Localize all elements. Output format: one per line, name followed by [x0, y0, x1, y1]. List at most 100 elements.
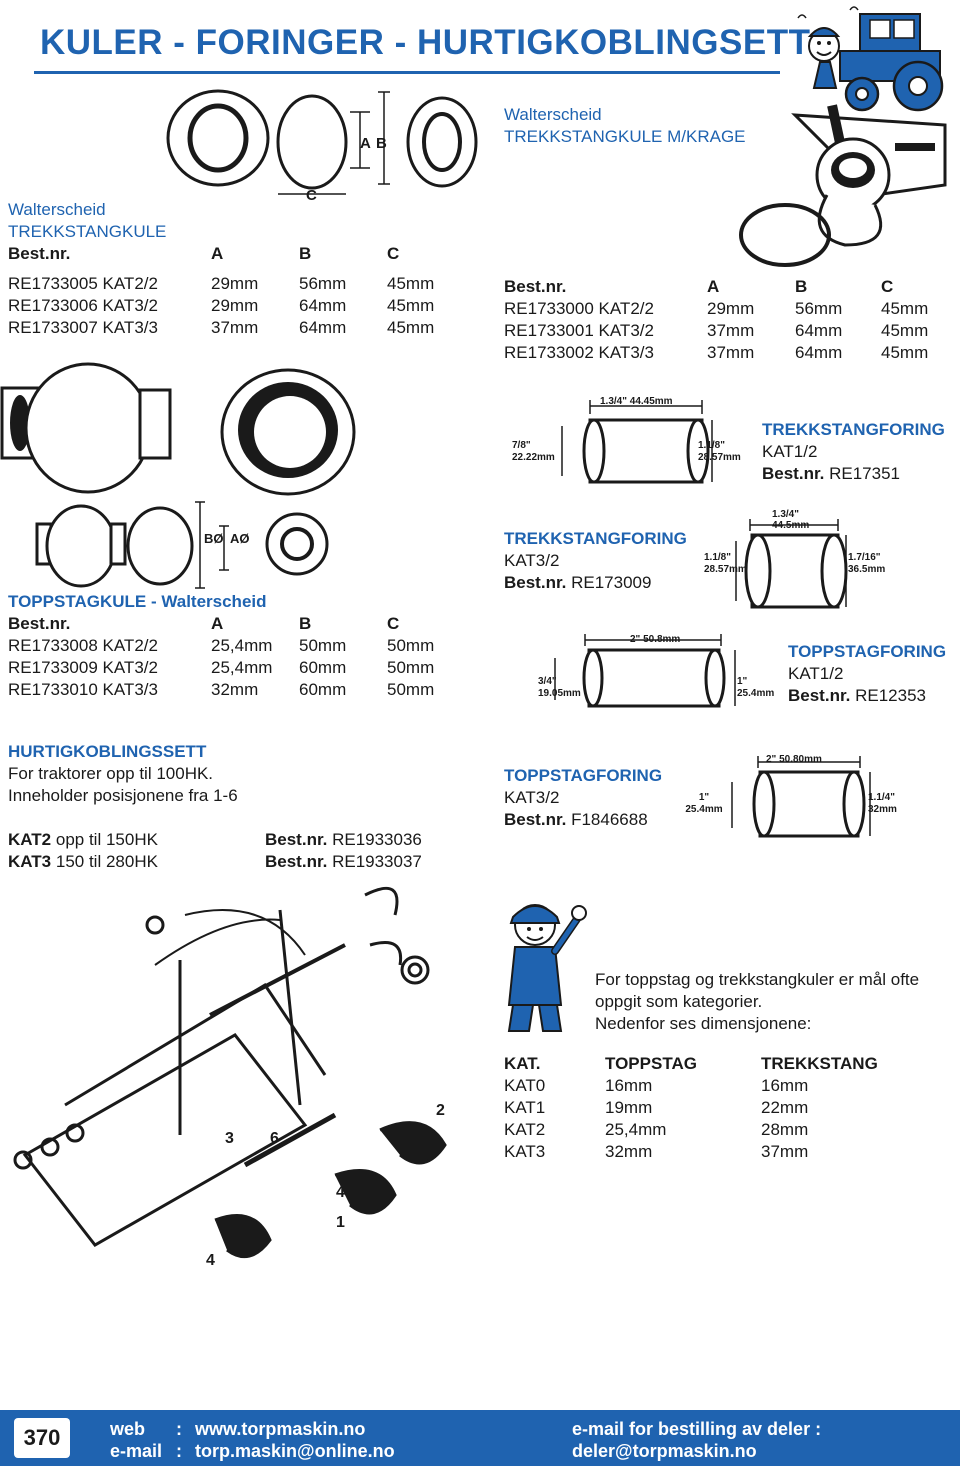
best-label: Best.nr.: [504, 573, 567, 592]
best-label: Best.nr.: [504, 810, 567, 829]
cell: 60mm: [299, 680, 347, 699]
sec7-kat2-best: Best.nr. RE1933036: [265, 829, 422, 851]
table-row: KAT0 16mm 16mm: [504, 1075, 878, 1097]
table-row: RE1733009 KAT3/2 25,4mm 60mm 50mm: [8, 657, 434, 679]
best-label: Best.nr.: [788, 686, 851, 705]
title-rule: [34, 71, 780, 74]
kat3-text: 150 til 280HK: [51, 852, 158, 871]
cell: 45mm: [881, 343, 929, 362]
sec1-heading1: Walterscheid: [8, 200, 106, 219]
cell: 37mm: [707, 321, 755, 340]
footer-web-sep: :: [176, 1419, 182, 1439]
cell: RE1733008 KAT2/2: [8, 636, 158, 655]
sec1-table: Best.nr. A B C RE1733005 KAT2/2 29mm 56m…: [8, 243, 434, 339]
col-toppstag: TOPPSTAG: [605, 1054, 697, 1073]
cell: 32mm: [211, 680, 259, 699]
sec7-line1: For traktorer opp til 100HK.: [8, 764, 214, 783]
cell: 29mm: [211, 296, 259, 315]
note-line3: Nedenfor ses dimensjonene:: [595, 1014, 812, 1033]
cell: 50mm: [387, 680, 435, 699]
cell: 56mm: [795, 299, 843, 318]
diagram-label-b: B: [376, 135, 387, 152]
sec5-heading: TREKKSTANGFORING: [504, 529, 687, 548]
col-best: Best.nr.: [8, 244, 71, 263]
footer-bar: [0, 1410, 960, 1466]
kat3-label: KAT3: [8, 852, 52, 871]
cell: 32mm: [605, 1142, 653, 1161]
col-b: B: [795, 277, 808, 296]
bushing-diagram-2: [735, 519, 848, 609]
sec1-heading2: TREKKSTANGKULE: [8, 222, 167, 241]
col-a: A: [211, 614, 224, 633]
ball-large-diagram: [0, 362, 356, 496]
cell: 37mm: [761, 1142, 809, 1161]
note-line1: For toppstag og trekkstangkuler er mål o…: [595, 970, 920, 989]
cell: 64mm: [795, 321, 843, 340]
pos-number-2: 2: [436, 1102, 445, 1119]
sec7-line2: Inneholder posisjonene fra 1-6: [8, 786, 238, 805]
dim-inner: 1.1/8" 28.57mm: [704, 552, 747, 575]
cell: KAT3: [504, 1142, 546, 1161]
footer-email-link[interactable]: torp.maskin@online.no: [195, 1441, 395, 1461]
cell: RE1733007 KAT3/3: [8, 318, 158, 337]
cell: RE1733001 KAT3/2: [504, 321, 654, 340]
page-title: KULER - FORINGER - HURTIGKOBLINGSETT: [40, 23, 811, 62]
pos-number-1: 1: [336, 1214, 345, 1231]
col-a: A: [211, 244, 224, 263]
dim-outer: 1.7/16" 36.5mm: [848, 552, 886, 575]
footer-order-link[interactable]: deler@torpmaskin.no: [572, 1441, 757, 1461]
table-row: RE1733006 KAT3/2 29mm 64mm 45mm: [8, 295, 434, 317]
dim-inner: 1" 25.4mm: [685, 792, 723, 815]
col-c: C: [881, 277, 894, 296]
dim-length: 1.3/4" 44.45mm: [600, 396, 673, 407]
cell: 45mm: [387, 296, 435, 315]
footer-email-label: e-mail: [110, 1441, 163, 1461]
col-c: C: [387, 244, 400, 263]
cell: 50mm: [387, 658, 435, 677]
ball-diagram-1: [166, 89, 478, 195]
table-row: RE1733007 KAT3/3 37mm 64mm 45mm: [8, 317, 434, 339]
table-row: RE1733002 KAT3/3 37mm 64mm 45mm: [504, 342, 928, 364]
cell: 56mm: [299, 274, 347, 293]
col-trekkstang: TREKKSTANG: [761, 1054, 878, 1073]
note-line2: oppgit som kategorier.: [595, 992, 763, 1011]
collar-ball-diagram: [739, 104, 947, 267]
dim-length: 2" 50.8mm: [630, 634, 681, 645]
best-value: RE1933036: [327, 830, 422, 849]
sec4-table: Best.nr. A B C RE1733008 KAT2/2 25,4mm 5…: [8, 613, 434, 701]
cell: KAT0: [504, 1076, 546, 1095]
footer-web-link[interactable]: www.torpmaskin.no: [195, 1419, 366, 1439]
cell: RE1733009 KAT3/2: [8, 658, 158, 677]
table-row: KAT2 25,4mm 28mm: [504, 1119, 878, 1141]
table-row: RE1733008 KAT2/2 25,4mm 50mm 50mm: [8, 635, 434, 657]
sec6-best: Best.nr. RE12353: [788, 685, 926, 707]
cell: 37mm: [211, 318, 259, 337]
col-best: Best.nr.: [504, 277, 567, 296]
kat2-label: KAT2: [8, 830, 52, 849]
sec8-kat: KAT3/2: [504, 788, 560, 807]
footer-order-label: e-mail for bestilling av deler :: [572, 1419, 822, 1439]
sec7-kat2: KAT2 opp til 150HK: [8, 829, 158, 851]
sec4-heading: TOPPSTAGKULE - Walterscheid: [8, 591, 267, 613]
best-value: RE1933037: [327, 852, 422, 871]
bushing-diagram-1: [561, 400, 713, 484]
table-row: RE1733005 KAT2/2 29mm 56mm 45mm: [8, 273, 434, 295]
table-row: KAT3 32mm 37mm: [504, 1141, 878, 1163]
best-label: Best.nr.: [762, 464, 825, 483]
kat2-text: opp til 150HK: [51, 830, 158, 849]
col-kat: KAT.: [504, 1054, 541, 1073]
col-b: B: [299, 244, 312, 263]
quick-coupling-diagram: [13, 886, 447, 1259]
sec5-kat: KAT3/2: [504, 551, 560, 570]
table-row: RE1733000 KAT2/2 29mm 56mm 45mm: [504, 298, 928, 320]
cell: 64mm: [299, 296, 347, 315]
cell: 28mm: [761, 1120, 809, 1139]
cell: RE1733002 KAT3/3: [504, 343, 654, 362]
table-row: RE1733010 KAT3/3 32mm 60mm 50mm: [8, 679, 434, 701]
best-value: RE173009: [571, 573, 652, 592]
footer-web-label: web: [110, 1419, 146, 1439]
sec7-heading: HURTIGKOBLINGSSETT: [8, 742, 207, 761]
cell: 29mm: [211, 274, 259, 293]
cell: 64mm: [299, 318, 347, 337]
sec6-kat: KAT1/2: [788, 664, 844, 683]
